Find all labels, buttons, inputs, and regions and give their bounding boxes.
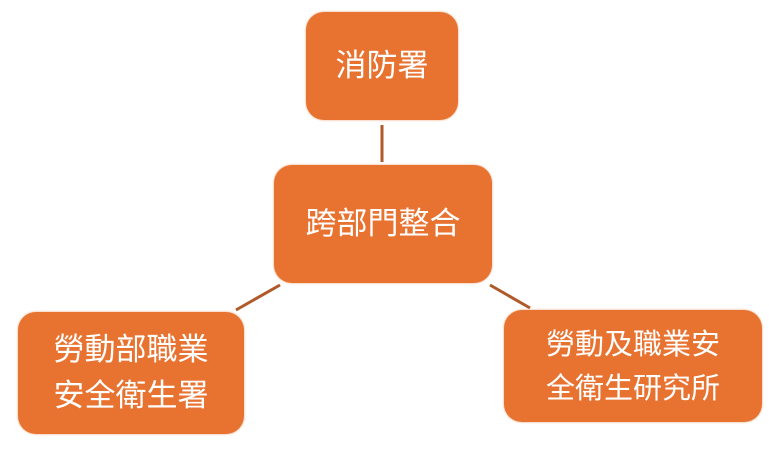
node-label-line1: 勞動及職業安 <box>545 327 720 361</box>
node-ilosh: 勞動及職業安全衛生研究所 <box>504 310 762 422</box>
node-label: 跨部門整合 <box>305 206 461 242</box>
node-label-line2: 全衛生研究所 <box>545 371 720 405</box>
node-label: 消防署 <box>335 48 429 84</box>
node-label-line2: 安全衛生署 <box>53 378 209 414</box>
node-osha: 勞動部職業安全衛生署 <box>18 312 244 434</box>
node-fire-agency: 消防署 <box>306 12 458 120</box>
connector-right <box>489 283 531 310</box>
connector-left <box>235 283 281 312</box>
node-label-line1: 勞動部職業 <box>53 332 209 368</box>
node-cross-department: 跨部門整合 <box>274 165 492 283</box>
